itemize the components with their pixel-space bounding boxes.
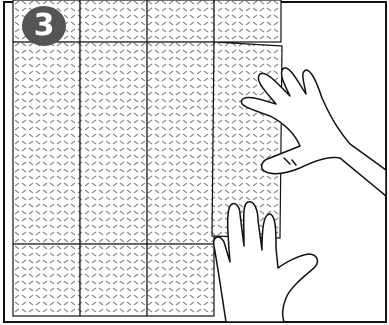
- tile: [147, 244, 214, 316]
- tile: [80, 0, 147, 42]
- tile: [13, 244, 80, 316]
- tile: [214, 0, 281, 42]
- tile: [80, 244, 147, 316]
- tile: [80, 42, 147, 244]
- tile: [147, 0, 214, 42]
- step-number-badge: 3: [22, 6, 66, 46]
- tile: [147, 42, 214, 244]
- tile: [13, 42, 80, 244]
